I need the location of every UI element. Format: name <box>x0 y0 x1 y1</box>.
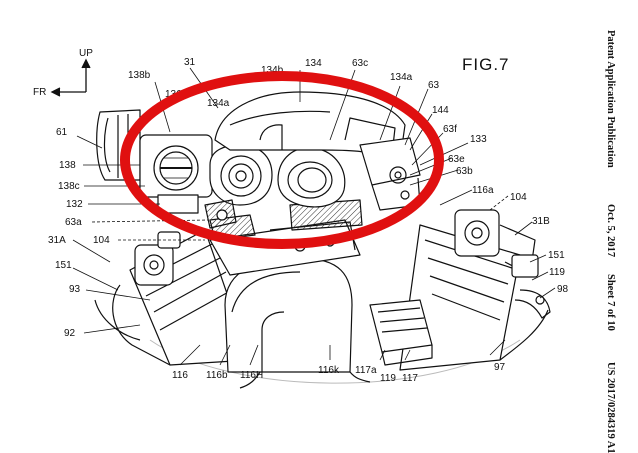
callout-151-left: 151 <box>55 260 72 271</box>
callout-134a-mid: 134a <box>207 98 230 109</box>
callout-144: 144 <box>432 105 449 116</box>
sheet-number: Sheet 7 of 10 <box>605 274 616 331</box>
callout-119-bottom: 119 <box>380 373 396 384</box>
publication-label: Patent Application Publication <box>605 30 616 168</box>
callout-63e: 63e <box>448 154 465 165</box>
callout-138b: 138b <box>128 70 151 81</box>
callout-31: 31 <box>184 57 196 68</box>
callout-134: 134 <box>305 58 322 69</box>
engine-drawing <box>94 91 551 389</box>
publication-header: Patent Application Publication Oct. 5, 2… <box>600 30 616 453</box>
callout-31A: 31A <box>48 235 66 246</box>
callout-104-left: 104 <box>93 235 110 246</box>
callout-97: 97 <box>494 362 506 373</box>
publication-number: US 2017/0284319 A1 <box>605 361 616 453</box>
callout-61: 61 <box>56 127 68 138</box>
callout-134a-top: 134a <box>390 72 413 83</box>
callout-63: 63 <box>428 80 440 91</box>
direction-indicator <box>50 58 91 97</box>
callout-138: 138 <box>59 160 76 171</box>
callout-63b: 63b <box>456 166 473 177</box>
callout-116H: 116H <box>240 370 263 381</box>
callout-116b: 116b <box>206 370 228 381</box>
callout-104-right: 104 <box>510 192 527 203</box>
callout-119-right: 119 <box>549 267 565 278</box>
callout-63c: 63c <box>352 58 368 69</box>
direction-fr-label: FR <box>33 87 46 98</box>
callout-134b: 134b <box>261 65 284 76</box>
direction-up-label: UP <box>79 48 93 59</box>
callout-98: 98 <box>557 284 569 295</box>
callout-117: 117 <box>402 373 418 384</box>
callout-117a: 117a <box>355 365 377 376</box>
publication-date: Oct. 5, 2017 <box>605 204 616 258</box>
callout-63a: 63a <box>65 217 82 228</box>
callout-132: 132 <box>66 199 83 210</box>
callout-116k: 116k <box>318 365 340 376</box>
callout-151-right: 151 <box>548 250 565 261</box>
patent-drawing: FIG.7 UP FR <box>33 48 569 389</box>
callout-116: 116 <box>172 370 188 381</box>
red-highlight-ellipse <box>120 71 444 249</box>
callout-133: 133 <box>470 134 487 145</box>
callout-116a: 116a <box>472 185 494 196</box>
figure-title: FIG.7 <box>462 55 510 74</box>
callout-93: 93 <box>69 284 81 295</box>
callout-31B: 31B <box>532 216 550 227</box>
callout-138c: 138c <box>58 181 80 192</box>
callout-63f: 63f <box>443 124 457 135</box>
callout-92: 92 <box>64 328 76 339</box>
